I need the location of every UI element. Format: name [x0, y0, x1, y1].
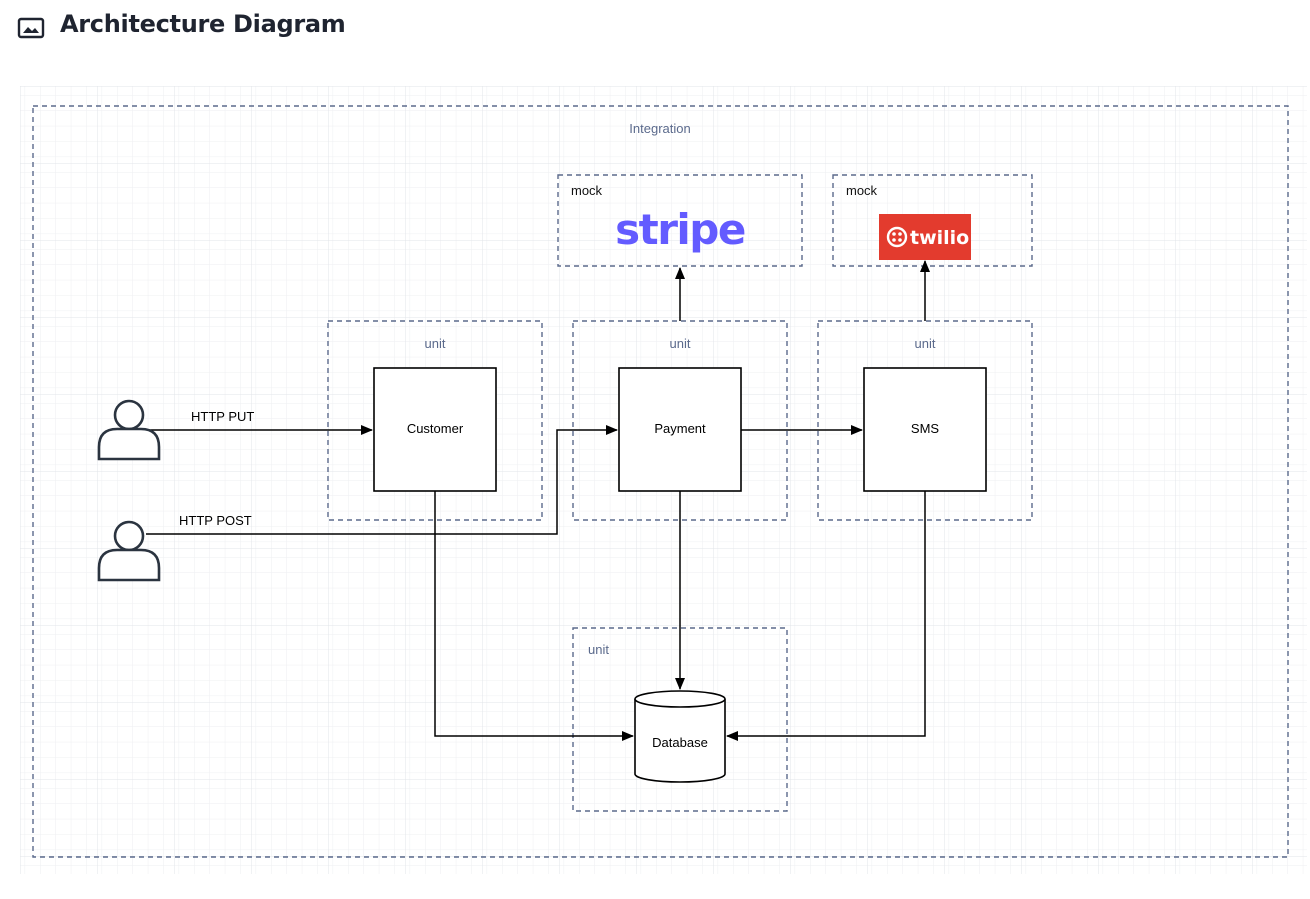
edge-label-http-post: HTTP POST: [179, 513, 252, 528]
user-icon: [97, 520, 161, 582]
user-icon: [97, 399, 161, 461]
integration-group: [32, 105, 1289, 858]
unit-database-group: [572, 627, 788, 812]
mock-stripe-group: [557, 174, 803, 267]
payment-node-label: Payment: [654, 421, 706, 436]
payment-node: [618, 367, 742, 492]
mock-twilio-group: [832, 174, 1033, 267]
unit-payment-label: unit: [670, 336, 691, 351]
twilio-logo: twilio: [879, 214, 971, 260]
stripe-logo: stripe: [615, 205, 745, 254]
sms-node-label: SMS: [911, 421, 940, 436]
mock-twilio-label: mock: [846, 183, 878, 198]
edge-sms-database: [726, 491, 926, 741]
unit-database-label: unit: [588, 642, 609, 657]
unit-customer-label: unit: [425, 336, 446, 351]
database-node-label: Database: [652, 735, 708, 750]
edge-label-http-put: HTTP PUT: [191, 409, 254, 424]
twilio-logo-text: twilio: [910, 227, 969, 249]
page-header: Architecture Diagram: [0, 0, 1310, 60]
mock-stripe-label: mock: [571, 183, 603, 198]
page-title: Architecture Diagram: [60, 10, 346, 38]
customer-node: [373, 367, 497, 492]
database-node: [634, 690, 726, 783]
integration-label: Integration: [629, 121, 690, 136]
edge-user2-payment: [146, 425, 618, 535]
customer-node-label: Customer: [407, 421, 464, 436]
sms-node: [863, 367, 987, 492]
unit-sms-label: unit: [915, 336, 936, 351]
edge-customer-database: [434, 491, 634, 741]
image-icon: [17, 17, 45, 39]
